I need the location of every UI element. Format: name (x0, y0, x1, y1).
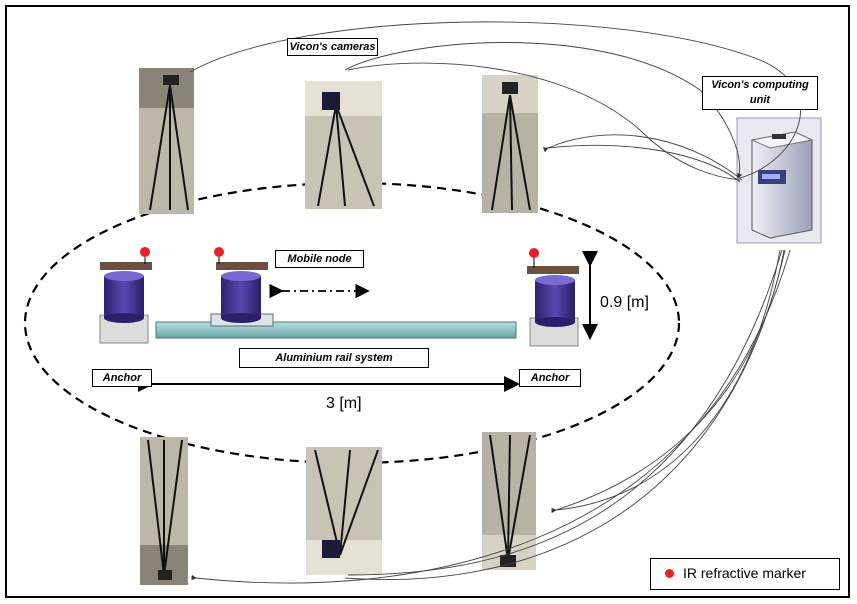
rail-label: Aluminium rail system (239, 348, 429, 368)
camera-tripod-icon (305, 81, 382, 209)
mobile-node-icon (214, 247, 268, 323)
anchor-icon (527, 248, 579, 347)
ir-marker-icon (665, 569, 674, 578)
aluminium-rail (155, 321, 517, 339)
computing-unit-label: Vicon's computing unit (702, 76, 818, 110)
mobile-node-label: Mobile node (275, 250, 364, 268)
computing-unit-icon (736, 117, 822, 244)
anchor-right-label: Anchor (519, 369, 581, 387)
camera-tripod-icon (140, 437, 188, 585)
camera-cables (189, 21, 801, 584)
camera-tripod-icon (482, 75, 538, 213)
height-label: 0.9 [m] (600, 294, 649, 311)
camera-tripod-icon (139, 68, 194, 214)
anchor-left-label: Anchor (92, 369, 152, 387)
camera-tripod-icon (482, 432, 536, 570)
anchor-icon (99, 247, 152, 344)
legend-box: IR refractive marker (650, 558, 840, 590)
cameras-label: Vicon's cameras (287, 38, 378, 56)
legend-label: IR refractive marker (683, 565, 806, 581)
camera-tripod-icon (306, 447, 382, 575)
distance-label: 3 [m] (326, 395, 362, 412)
